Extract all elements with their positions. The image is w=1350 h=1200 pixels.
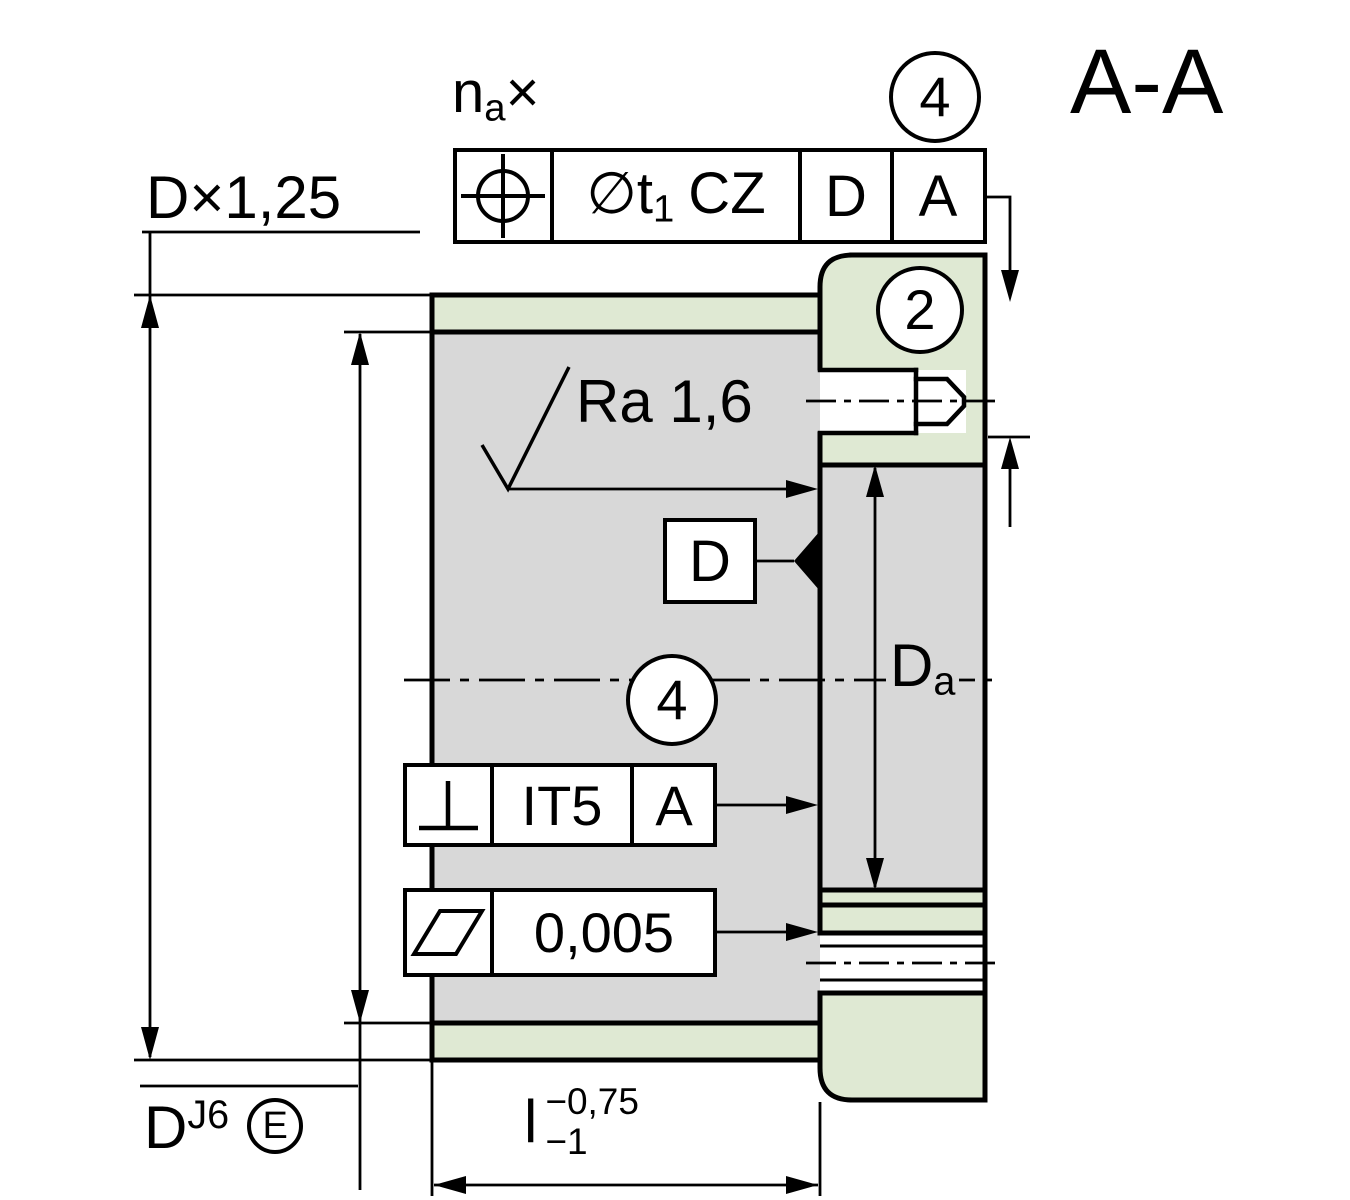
arrow-up-icon (351, 332, 369, 365)
arrow-right-icon (786, 480, 818, 498)
flatness-symbol-icon (410, 909, 486, 956)
perpendicularity-datum: A (655, 774, 693, 837)
arrow-right-icon (786, 1176, 818, 1194)
fcf-position-frame (453, 148, 987, 244)
arrow-up-icon (866, 465, 884, 497)
item-balloon-top: 4 (889, 51, 981, 143)
surface-roughness-icon (480, 366, 571, 493)
width-tolerance-stack: −0,75−1 (545, 1081, 639, 1162)
fcf-perpendicularity-frame (403, 763, 717, 847)
position-datum-2: A (918, 164, 958, 229)
hole-count-label: na× (452, 60, 540, 130)
arrow-down-icon (1001, 270, 1019, 302)
arrow-right-icon (786, 923, 818, 941)
width-dimension-label: l−0,75−1 (524, 1081, 639, 1162)
perpendicularity-tolerance-value: IT5 (521, 774, 603, 837)
position-symbol-icon (461, 154, 545, 238)
arrow-down-icon (351, 990, 369, 1023)
arrow-right-icon (786, 796, 818, 814)
arrow-left-icon (434, 1176, 466, 1194)
item-balloon-setscrew: 2 (876, 266, 964, 354)
outer-diameter-label: D×1,25 (146, 164, 342, 231)
arrow-down-icon (866, 858, 884, 890)
section-view-label: A-A (1070, 31, 1224, 133)
flange-diameter-label: Da (886, 636, 960, 703)
position-fcf-leader (985, 195, 1012, 272)
datum-triangle-icon (794, 531, 820, 591)
datum-label: D (689, 529, 731, 594)
arrow-up-icon (1001, 437, 1019, 469)
perpendicularity-symbol-icon (419, 781, 478, 831)
datum-box (663, 518, 757, 604)
arrow-up-icon (141, 295, 159, 328)
arrowheads (141, 270, 1019, 1194)
surface-roughness-label: Ra 1,6 (576, 368, 753, 435)
item-balloon-middle: 4 (626, 654, 718, 746)
envelope-symbol: E (247, 1097, 304, 1154)
fcf-flatness-frame (403, 888, 717, 977)
dimension-lines (134, 195, 1030, 1196)
arrow-down-icon (141, 1027, 159, 1060)
flatness-tolerance-value: 0,005 (533, 901, 675, 964)
position-datum-1: D (825, 164, 867, 229)
thread-lines (820, 944, 985, 982)
